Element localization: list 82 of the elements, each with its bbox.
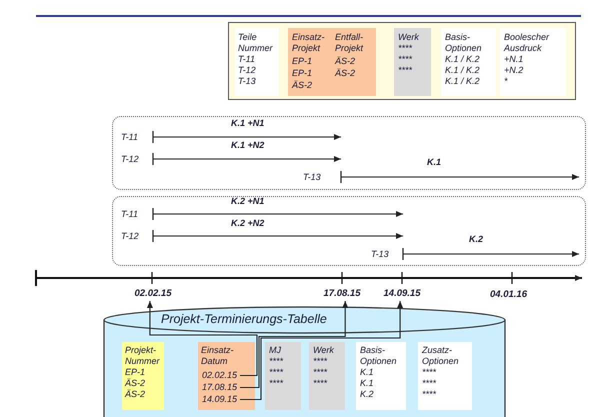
column-heading: Entfall-Projekt [335,32,364,54]
cell-text: T-13 [238,76,257,87]
table-column [198,342,255,410]
date-text: 14.09.15 [382,288,422,299]
cell-text: EP-1 [125,367,146,378]
cell-text: **** [313,367,328,378]
cell-text: **** [398,54,414,65]
cell-text: ÄS-2 [292,80,312,91]
table-column [122,342,164,410]
column-heading: Basis-Optionen [360,345,398,367]
column-heading: Werk [313,345,335,356]
cell-text: K.1 / K.2 [445,76,481,87]
table-column [265,342,301,410]
cell-text: **** [422,378,438,389]
cell-text: K.1 [360,367,375,378]
option-expression: K.1 [427,157,442,168]
part-number: T-13 [371,249,389,260]
column-heading: Boolescher Ausdruck [504,32,550,54]
cell-text: **** [422,389,438,400]
cell-text: ÄS-2 [335,56,356,67]
arrow [146,301,258,376]
table-column [235,28,279,96]
cell-text: ÄS-2 [335,68,356,79]
timeline-panel [112,116,586,190]
note-card [228,22,576,100]
cell-text: T-12 [238,65,257,76]
column-heading: Einsatz-Projekt [292,32,326,54]
column-heading: MJ [269,345,282,356]
date-text: 02.02.15 [134,288,173,299]
cell-text: K.1 / K.2 [445,65,481,76]
cell-text: +N.1 [504,54,524,65]
cell-text: ÄS-2 [125,389,146,400]
cell-text: EP-1 [292,56,314,67]
column-heading: Teile Nummer [238,32,274,54]
cell-text: * [504,76,509,87]
cell-text: T-11 [238,54,256,65]
cell-text: EP-1 [292,68,312,79]
arrow [240,301,404,400]
cell-text: **** [398,43,414,54]
date-text: 17.08.15 [202,382,238,393]
column-heading: Werk [398,32,420,43]
column-heading: Zusatz-Optionen [422,345,460,367]
column-heading: Projekt-Nummer [125,345,161,367]
table-column [356,342,406,410]
cell-text: **** [269,378,284,389]
database-cylinder [103,306,506,417]
timeline-panel [112,196,586,266]
option-expression: K.2 +N2 [231,218,264,229]
table-column [418,342,472,410]
cell-text: +N.2 [504,65,524,76]
arrow [240,301,348,388]
part-number: T-11 [121,132,138,143]
part-number: T-12 [121,231,139,242]
cell-text: **** [313,378,328,389]
table-title: Projekt-Terminierungs-Tabelle [161,312,327,327]
table-column [288,28,376,96]
cell-text: **** [269,356,284,367]
table-column [441,28,496,96]
table-column [500,28,566,96]
cell-text: **** [269,367,284,378]
cell-text: K.1 / K.2 [445,54,481,65]
table-column [394,28,431,96]
date-text: 02.02.15 [202,370,238,381]
option-expression: K.2 [469,234,484,245]
table-column [309,342,345,410]
cell-text: K.2 [360,389,375,400]
part-number: T-13 [303,172,321,183]
cell-text: **** [398,65,414,76]
column-heading: Einsatz-Datum [201,345,235,367]
cell-text: **** [313,356,328,367]
date-label: 04.01.16 [490,289,527,300]
date-text: 17.08.15 [322,288,362,299]
date-text: 14.09.15 [202,394,238,405]
option-expression: K.2 +N1 [231,196,264,207]
option-expression: K.1 +N2 [231,140,264,151]
column-heading: Basis-Optionen [445,32,483,54]
part-number: T-12 [121,154,139,165]
option-expression: K.1 +N1 [231,118,264,129]
cell-text: K.1 [360,378,375,389]
part-number: T-11 [121,209,138,220]
cell-text: **** [422,367,438,378]
cell-text: ÄS-2 [125,378,146,389]
